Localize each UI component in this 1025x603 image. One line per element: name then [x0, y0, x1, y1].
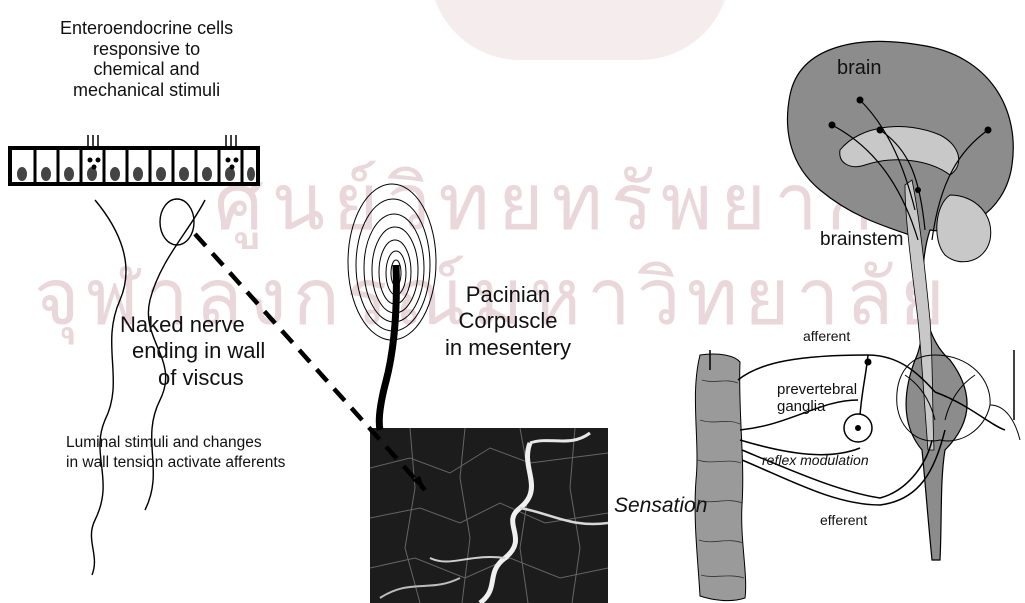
prevertebral-ganglia-label: prevertebral ganglia	[777, 382, 857, 415]
sensation-label: Sensation	[614, 494, 707, 518]
naked-nerve-label: Naked nerve ending in wall of viscus	[120, 312, 265, 391]
pacinian-corpuscle	[348, 184, 436, 430]
afferent-label: afferent	[803, 328, 850, 344]
enteroendocrine-label: Enteroendocrine cells responsive to chem…	[60, 18, 233, 101]
afferent-dot	[865, 359, 872, 366]
ganglion-dot	[855, 425, 861, 431]
reflex-modulation-label: reflex modulation	[762, 452, 869, 468]
gut-segment	[695, 354, 746, 601]
brainstem-label: brainstem	[820, 229, 903, 251]
efferent-label: efferent	[820, 512, 867, 528]
luminal-label: Luminal stimuli and changes in wall tens…	[66, 433, 285, 473]
epithelium-strip	[10, 135, 258, 184]
brain-label: brain	[837, 57, 881, 80]
pacinian-label: Pacinian Corpuscle in mesentery	[445, 282, 571, 361]
